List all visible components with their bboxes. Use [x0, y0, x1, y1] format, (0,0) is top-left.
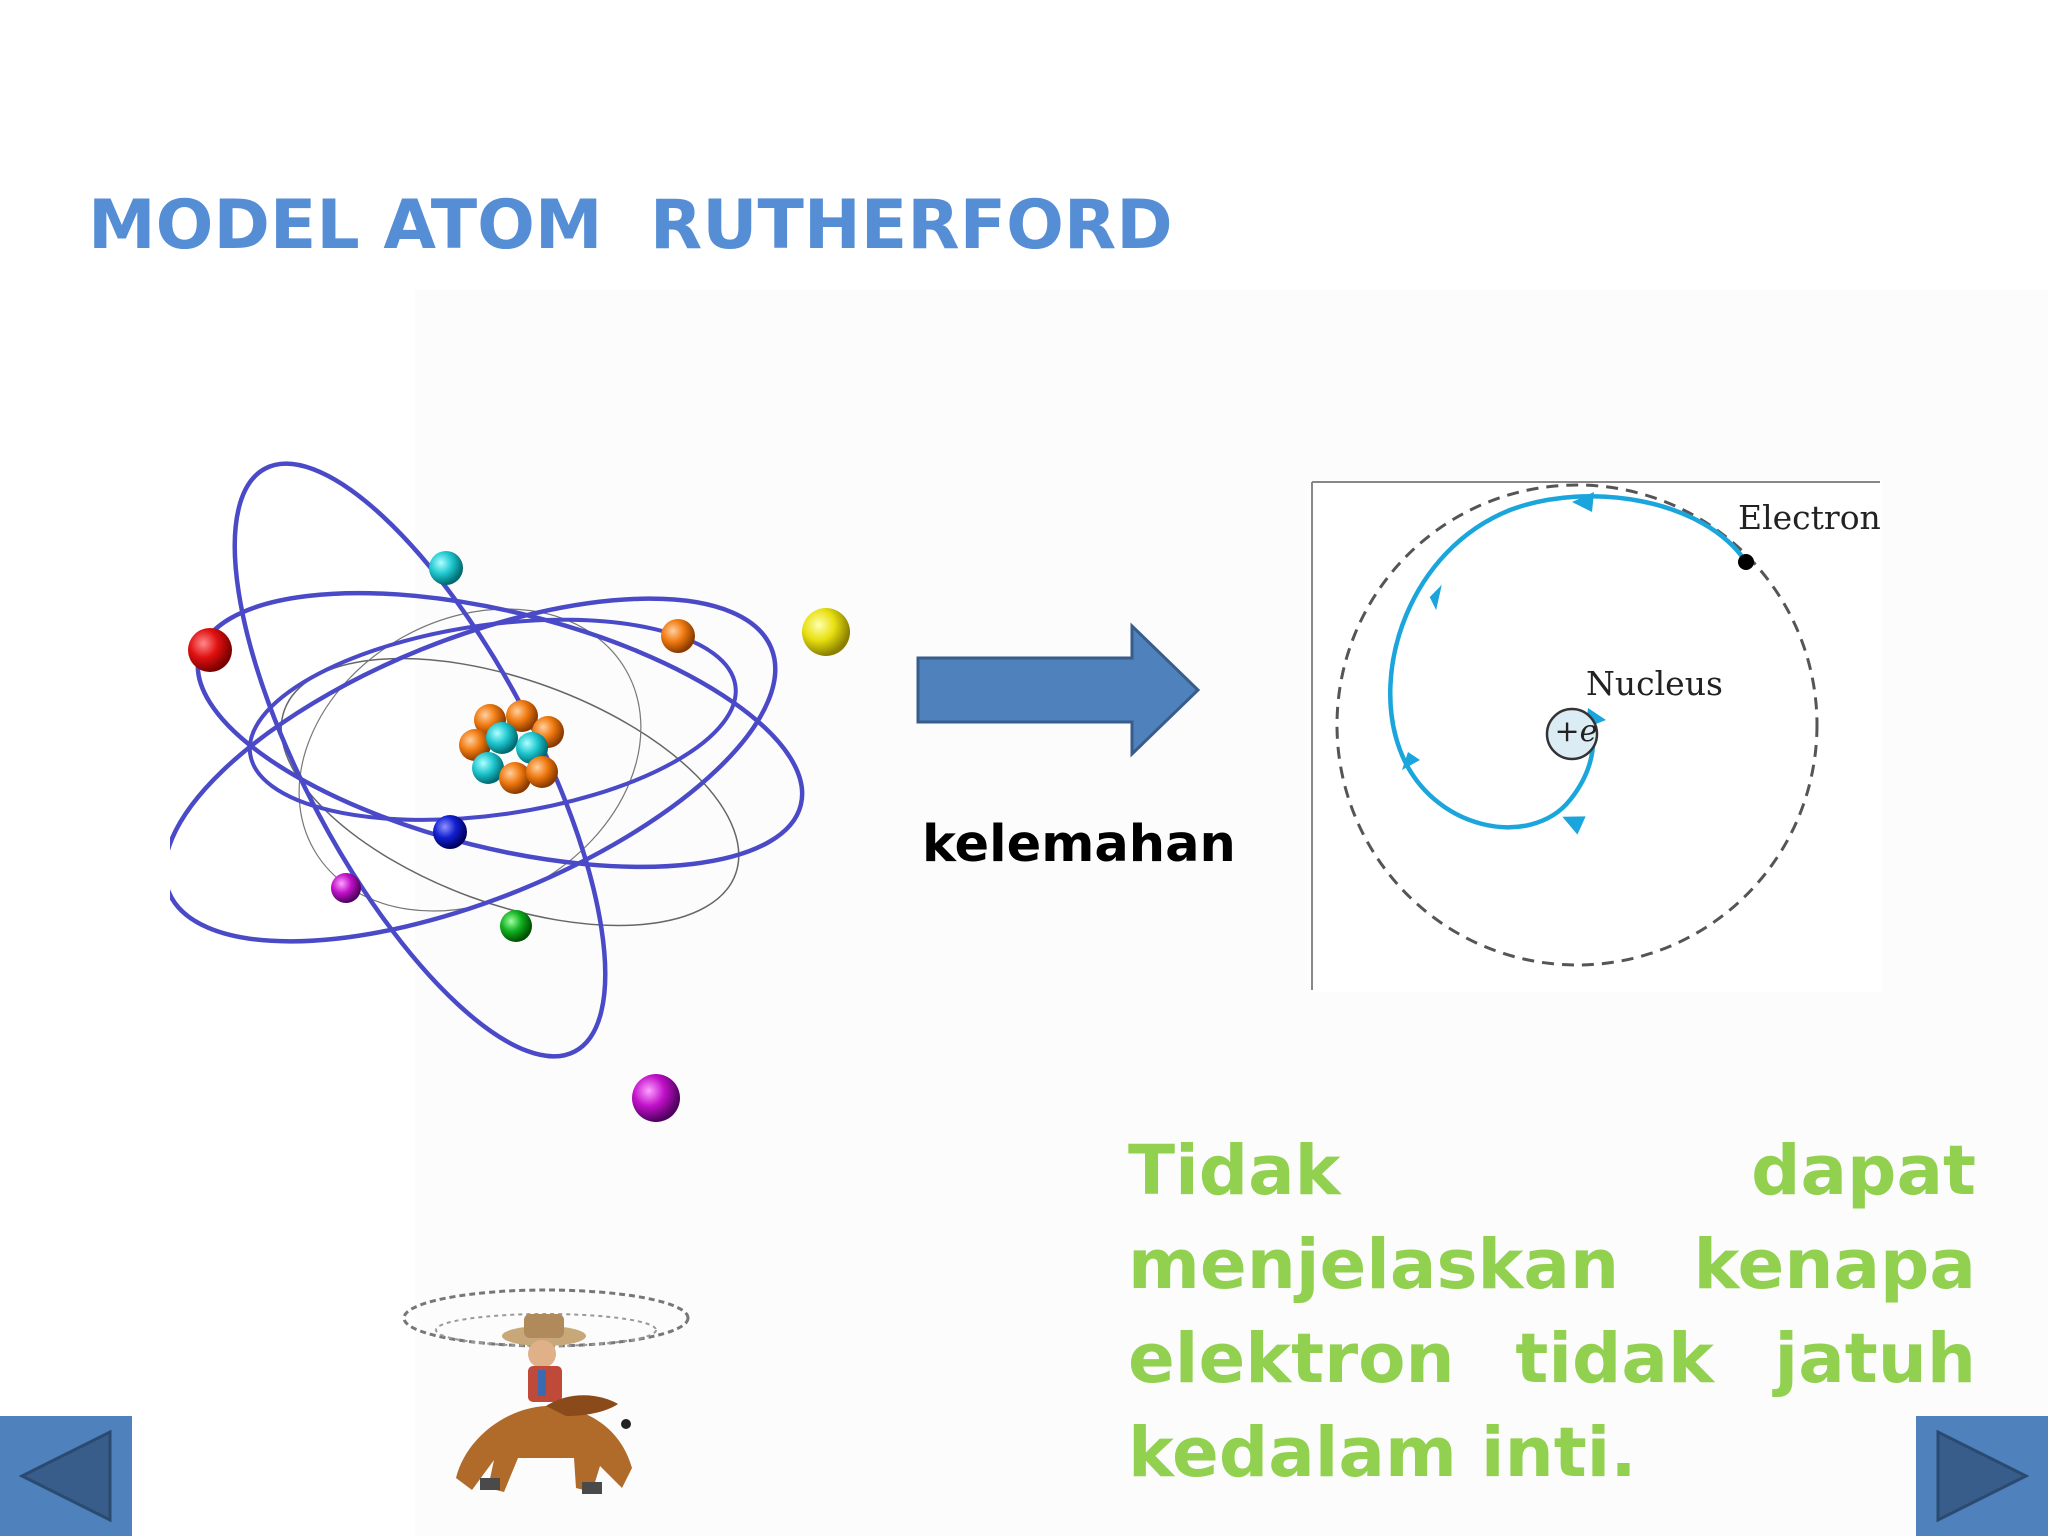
next-slide-button[interactable] [1916, 1416, 2048, 1536]
nucleus-cluster [459, 700, 564, 794]
nucleus-label: Nucleus [1586, 664, 1723, 703]
right-arrow-shape [916, 622, 1202, 758]
triangle-left-icon [18, 1429, 112, 1523]
cowboy-clipart-image [396, 1278, 696, 1500]
atom-model-illustration [170, 400, 870, 1150]
slide-title: MODEL ATOM RUTHERFORD [88, 186, 1173, 265]
electron-spiral-diagram: Electron Nucleus +e [1310, 480, 1882, 992]
electron-label: Electron [1738, 498, 1881, 537]
triangle-right-icon [1936, 1429, 2030, 1523]
previous-slide-button[interactable] [0, 1416, 132, 1536]
nucleus-charge-label: +e [1554, 714, 1598, 749]
weakness-caption: Tidak dapat menjelaskan kenapa elektron … [1128, 1131, 1976, 1493]
arrow-label: kelemahan [922, 815, 1236, 874]
